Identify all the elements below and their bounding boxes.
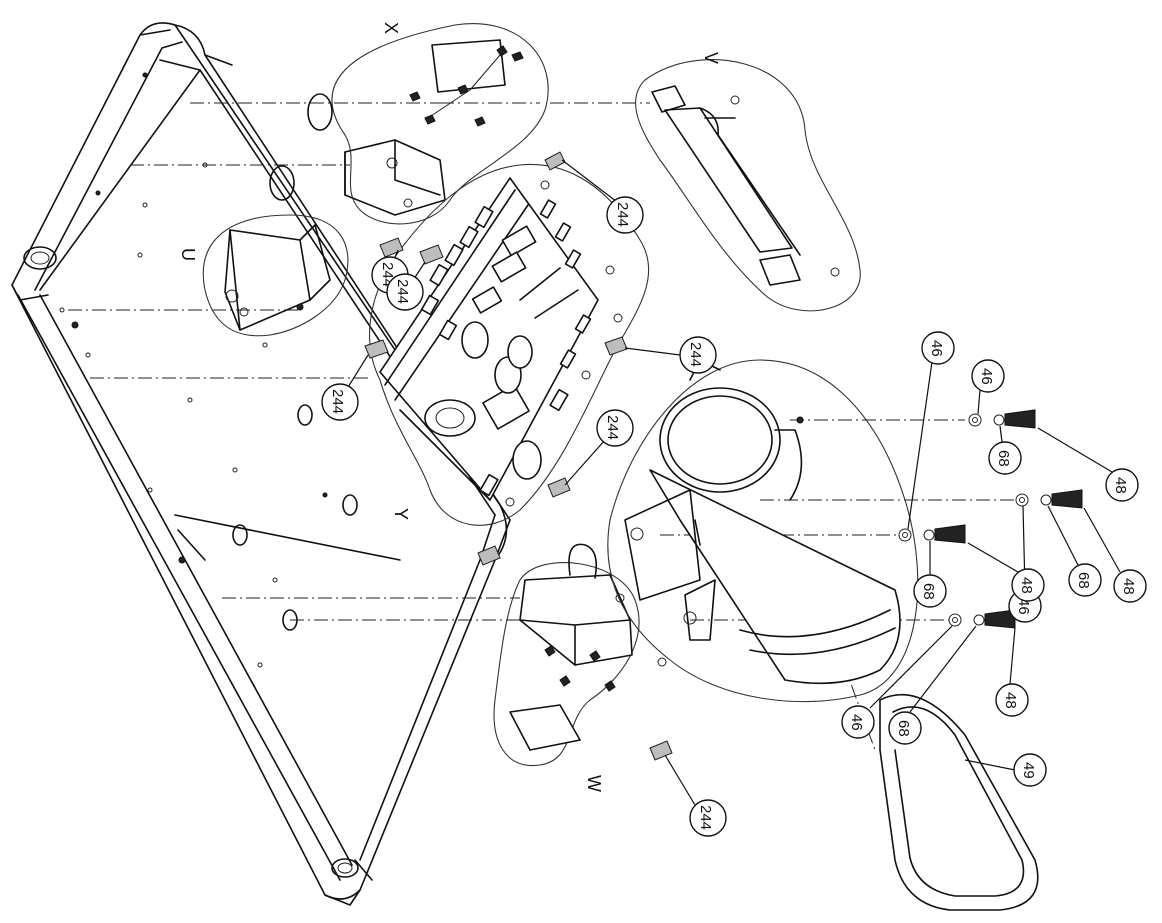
callout-49-label: 49 bbox=[1020, 762, 1037, 779]
callout-244: 244 bbox=[624, 336, 717, 374]
callout-48-label: 48 bbox=[1112, 477, 1129, 494]
assembly-group-v: V bbox=[635, 52, 861, 312]
callout-48: 48 bbox=[1083, 507, 1147, 603]
callout-46: 46 bbox=[907, 331, 955, 530]
callout-48-label: 48 bbox=[1120, 578, 1137, 595]
callout-46-label: 46 bbox=[1015, 598, 1032, 615]
callout-46: 46 bbox=[1008, 505, 1042, 623]
group-label-y: Y bbox=[391, 508, 411, 520]
callout-46-label: 46 bbox=[978, 368, 995, 385]
group-label-u: U bbox=[178, 248, 198, 261]
assembly-group-w: W bbox=[493, 543, 667, 792]
callout-49: 49 bbox=[964, 753, 1047, 787]
callout-68-label: 68 bbox=[895, 720, 912, 737]
end-cap-cover bbox=[879, 693, 1039, 911]
callout-68-label: 68 bbox=[1075, 572, 1092, 589]
assembly-group-x: X bbox=[269, 22, 549, 225]
fasteners bbox=[898, 409, 1083, 629]
callout-68-label: 68 bbox=[995, 450, 1012, 467]
assembly-group-y: Y bbox=[364, 151, 673, 761]
group-label-x: X bbox=[381, 22, 401, 34]
group-label-v: V bbox=[701, 52, 721, 64]
motor-assembly bbox=[607, 359, 919, 703]
callout-48: 48 bbox=[995, 627, 1029, 717]
callouts: 244 244 244 244 244 244 bbox=[321, 159, 1147, 837]
callout-68: 68 bbox=[888, 625, 977, 745]
callout-244-label: 244 bbox=[329, 389, 346, 414]
callout-48-label: 48 bbox=[1018, 577, 1035, 594]
callout-46: 46 bbox=[841, 625, 953, 739]
callout-244: 244 bbox=[386, 261, 426, 311]
callout-244: 244 bbox=[321, 354, 369, 421]
callout-68: 68 bbox=[913, 541, 947, 608]
callout-244-label: 244 bbox=[687, 342, 704, 367]
assembly-group-u: U bbox=[178, 214, 349, 337]
callout-48: 48 bbox=[967, 542, 1045, 602]
callout-244-label: 244 bbox=[697, 805, 714, 830]
callout-68-label: 68 bbox=[920, 583, 937, 600]
callout-68: 68 bbox=[988, 425, 1022, 475]
callout-244-label: 244 bbox=[604, 415, 621, 440]
callout-244: 244 bbox=[564, 409, 634, 486]
callout-46-label: 46 bbox=[848, 714, 865, 731]
group-label-w: W bbox=[584, 775, 604, 792]
callout-48: 48 bbox=[1037, 427, 1139, 502]
callout-48-label: 48 bbox=[1002, 692, 1019, 709]
callout-68: 68 bbox=[1047, 505, 1102, 597]
callout-46: 46 bbox=[971, 359, 1005, 415]
base-frame bbox=[11, 22, 511, 906]
callout-244: 244 bbox=[664, 754, 727, 837]
callout-244-label: 244 bbox=[614, 202, 631, 227]
callout-244-label: 244 bbox=[394, 279, 411, 304]
callout-46-label: 46 bbox=[928, 340, 945, 357]
callout-244: 244 bbox=[561, 159, 644, 234]
